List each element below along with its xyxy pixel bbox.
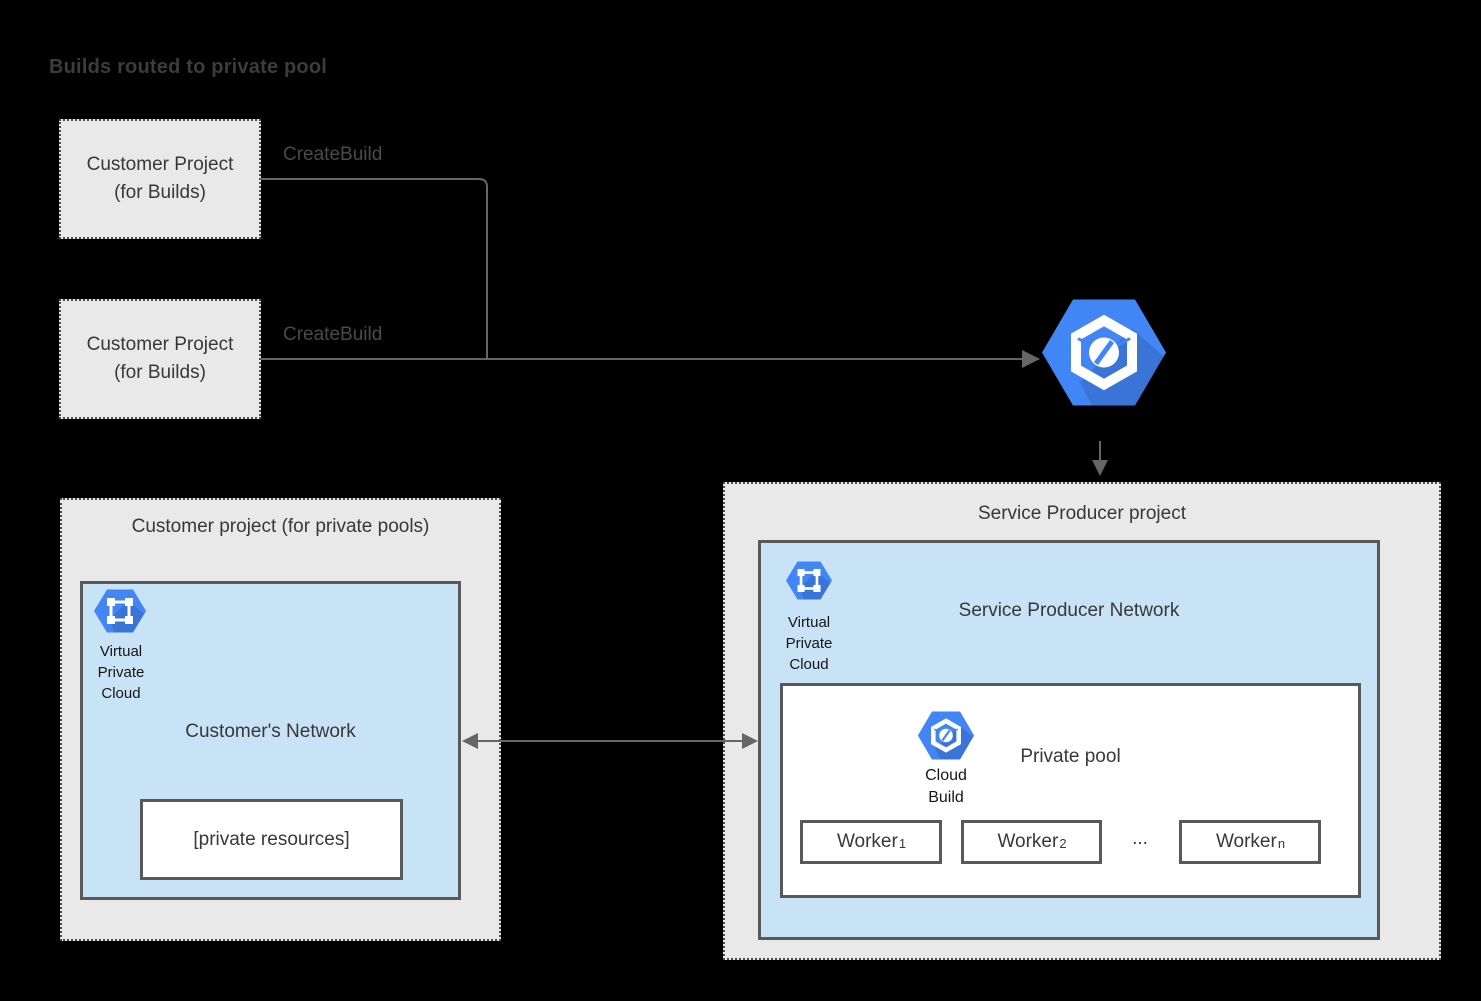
customer-project-line1: Customer Project [86, 334, 234, 355]
vpc-label-line: Virtual [787, 614, 831, 631]
cloud-build-label-line: Cloud [925, 767, 967, 784]
worker-label: Worker [836, 831, 898, 852]
cloud-build-label-line: Build [928, 789, 964, 806]
arrowhead-down [1092, 460, 1108, 476]
private-resources-box: [private resources] [140, 799, 403, 880]
vpc-icon-label: Virtual Private Cloud [761, 612, 857, 675]
vpc-label-line: Cloud [789, 656, 829, 673]
service-producer-network-box: Virtual Private Cloud Service Producer N… [758, 540, 1380, 940]
customer-project-builds-box-2: Customer Project (for Builds) [59, 299, 261, 419]
service-producer-project-box: Service Producer project Virtual Private… [723, 482, 1441, 960]
cloud-build-icon [917, 710, 975, 761]
virtual-private-cloud-icon [94, 588, 146, 634]
private-pool-title: Private pool [1020, 746, 1121, 767]
vpc-icon-label: Virtual Private Cloud [83, 641, 159, 704]
arrowhead-right [1022, 350, 1040, 368]
vpc-label-line: Cloud [101, 685, 141, 702]
customers-network-box: Virtual Private Cloud Customer's Network… [80, 581, 461, 900]
service-producer-project-title: Service Producer project [977, 503, 1187, 524]
worker-label: Worker [1215, 831, 1277, 852]
cloud-build-icon [1040, 296, 1168, 409]
create-build-label-1: CreateBuild [283, 144, 383, 165]
virtual-private-cloud-icon [786, 560, 832, 601]
vpc-label-line: Private [97, 664, 145, 681]
service-producer-network-title: Service Producer Network [958, 600, 1180, 621]
customers-network-title: Customer's Network [185, 721, 356, 742]
customer-project-line2: (for Builds) [114, 182, 206, 203]
diagram-title: Builds routed to private pool [49, 56, 328, 78]
customer-project-line1: Customer Project [86, 154, 234, 175]
worker-label: Worker [997, 831, 1059, 852]
customer-project-line2: (for Builds) [114, 362, 206, 383]
customer-project-private-pools-box: Customer project (for private pools) Vir… [60, 498, 501, 941]
create-build-label-2: CreateBuild [283, 324, 383, 345]
private-resources-label: [private resources] [193, 828, 350, 850]
customer-project-builds-box-1: Customer Project (for Builds) [59, 119, 261, 239]
customer-project-private-pools-title: Customer project (for private pools) [131, 516, 430, 537]
workers-ellipsis: ... [1132, 828, 1148, 849]
vpc-label-line: Virtual [99, 643, 143, 660]
vpc-label-line: Private [785, 635, 833, 652]
cloud-build-icon-label: Cloud Build [890, 765, 1002, 809]
